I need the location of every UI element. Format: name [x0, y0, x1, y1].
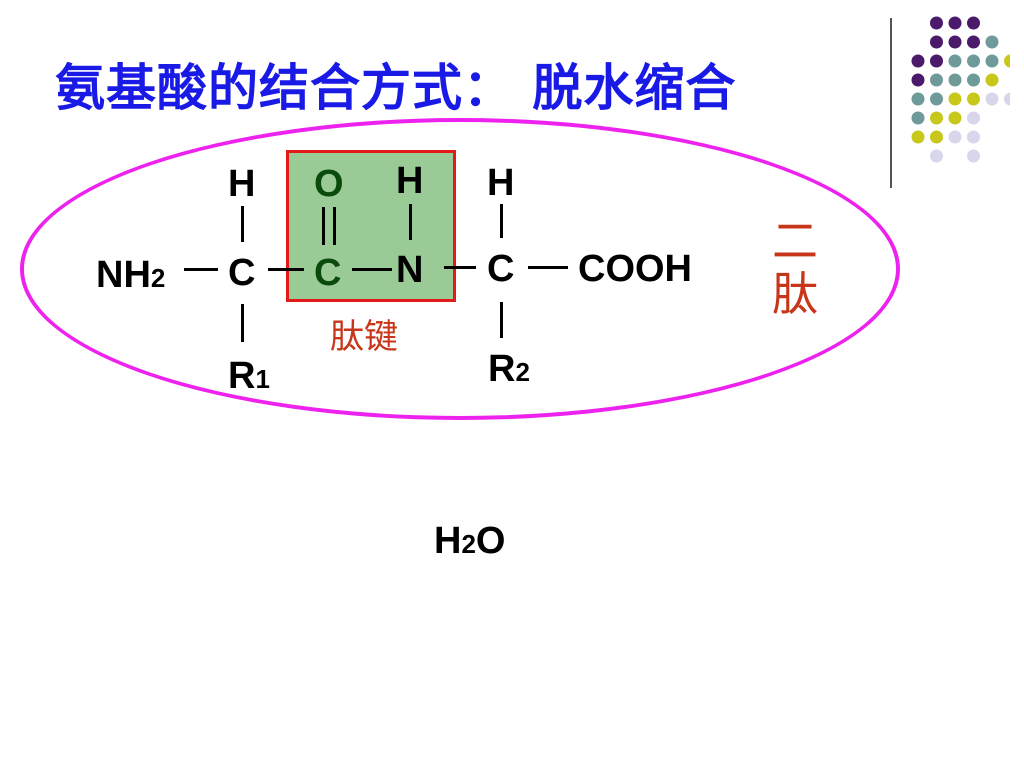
decorative-dot: [930, 130, 943, 144]
peptide-bond-box: [286, 150, 456, 302]
decorative-dot: [948, 111, 962, 125]
dipeptide-label: 二肽: [772, 214, 818, 321]
atom-c3: C: [487, 248, 515, 290]
decorative-dot: [948, 73, 962, 87]
decorative-dot: [967, 16, 980, 30]
decorative-dot: [967, 35, 980, 49]
slide-title: 氨基酸的结合方式： 脱水缩合: [55, 59, 737, 117]
decorative-dot: [930, 111, 943, 125]
dipeptide-ellipse: [20, 118, 900, 420]
bond-c3-cooh: [528, 266, 568, 269]
bond-c1-c2: [268, 268, 304, 271]
decorative-dot: [948, 54, 962, 68]
decorative-dot: [967, 73, 980, 87]
decorative-dot: [930, 149, 943, 163]
bond-h1-c1: [241, 206, 244, 242]
bond-nh2-c1: [184, 268, 218, 271]
decorative-dot: [985, 92, 999, 106]
divider-line: [890, 18, 892, 188]
decorative-dot: [967, 92, 980, 106]
decorative-dot: [967, 149, 980, 163]
atom-o: O: [314, 163, 344, 205]
decorative-dot: [967, 111, 980, 125]
carboxyl-group: COOH: [578, 248, 692, 290]
atom-c2: C: [314, 252, 342, 294]
bond-c2-n: [352, 268, 392, 271]
decorative-dot: [985, 73, 999, 87]
decorative-dot: [967, 54, 980, 68]
bond-h3-c3: [500, 204, 503, 238]
decorative-dot: [1004, 54, 1010, 68]
decorative-dot: [911, 73, 925, 87]
decorative-dot: [985, 54, 999, 68]
decorative-dot: [911, 111, 925, 125]
decorative-dot: [930, 54, 943, 68]
atom-h-n: H: [396, 160, 424, 202]
bond-double-c-o-a: [322, 207, 325, 245]
decorative-dot: [930, 73, 943, 87]
atom-h1: H: [228, 163, 256, 205]
side-chain-r2: R2: [488, 348, 530, 390]
decorative-dot: [948, 16, 962, 30]
bond-c3-r2: [500, 302, 503, 338]
atom-c1: C: [228, 252, 256, 294]
decorative-dot: [911, 130, 925, 144]
atom-h3: H: [487, 162, 515, 204]
atom-n: N: [396, 249, 424, 291]
decorative-dot: [930, 16, 943, 30]
peptide-bond-label: 肽键: [330, 317, 398, 357]
amino-group: NH2: [96, 254, 166, 296]
decorative-dot: [1004, 92, 1010, 106]
decorative-dot: [948, 130, 962, 144]
bond-double-c-o-b: [333, 207, 336, 245]
decorative-dot: [930, 35, 943, 49]
decorative-dot-grid: [911, 16, 1010, 163]
decorative-dot: [911, 54, 925, 68]
water-molecule: H2O: [434, 520, 506, 562]
decorative-dot: [911, 92, 925, 106]
bond-h-n: [409, 204, 412, 240]
bond-c1-r1: [241, 304, 244, 342]
decorative-dot: [967, 130, 980, 144]
bond-n-c3: [444, 266, 476, 269]
decorative-dot: [948, 92, 962, 106]
decorative-dot: [985, 35, 999, 49]
side-chain-r1: R1: [228, 355, 270, 397]
decorative-dot: [948, 35, 962, 49]
decorative-dot: [930, 92, 943, 106]
